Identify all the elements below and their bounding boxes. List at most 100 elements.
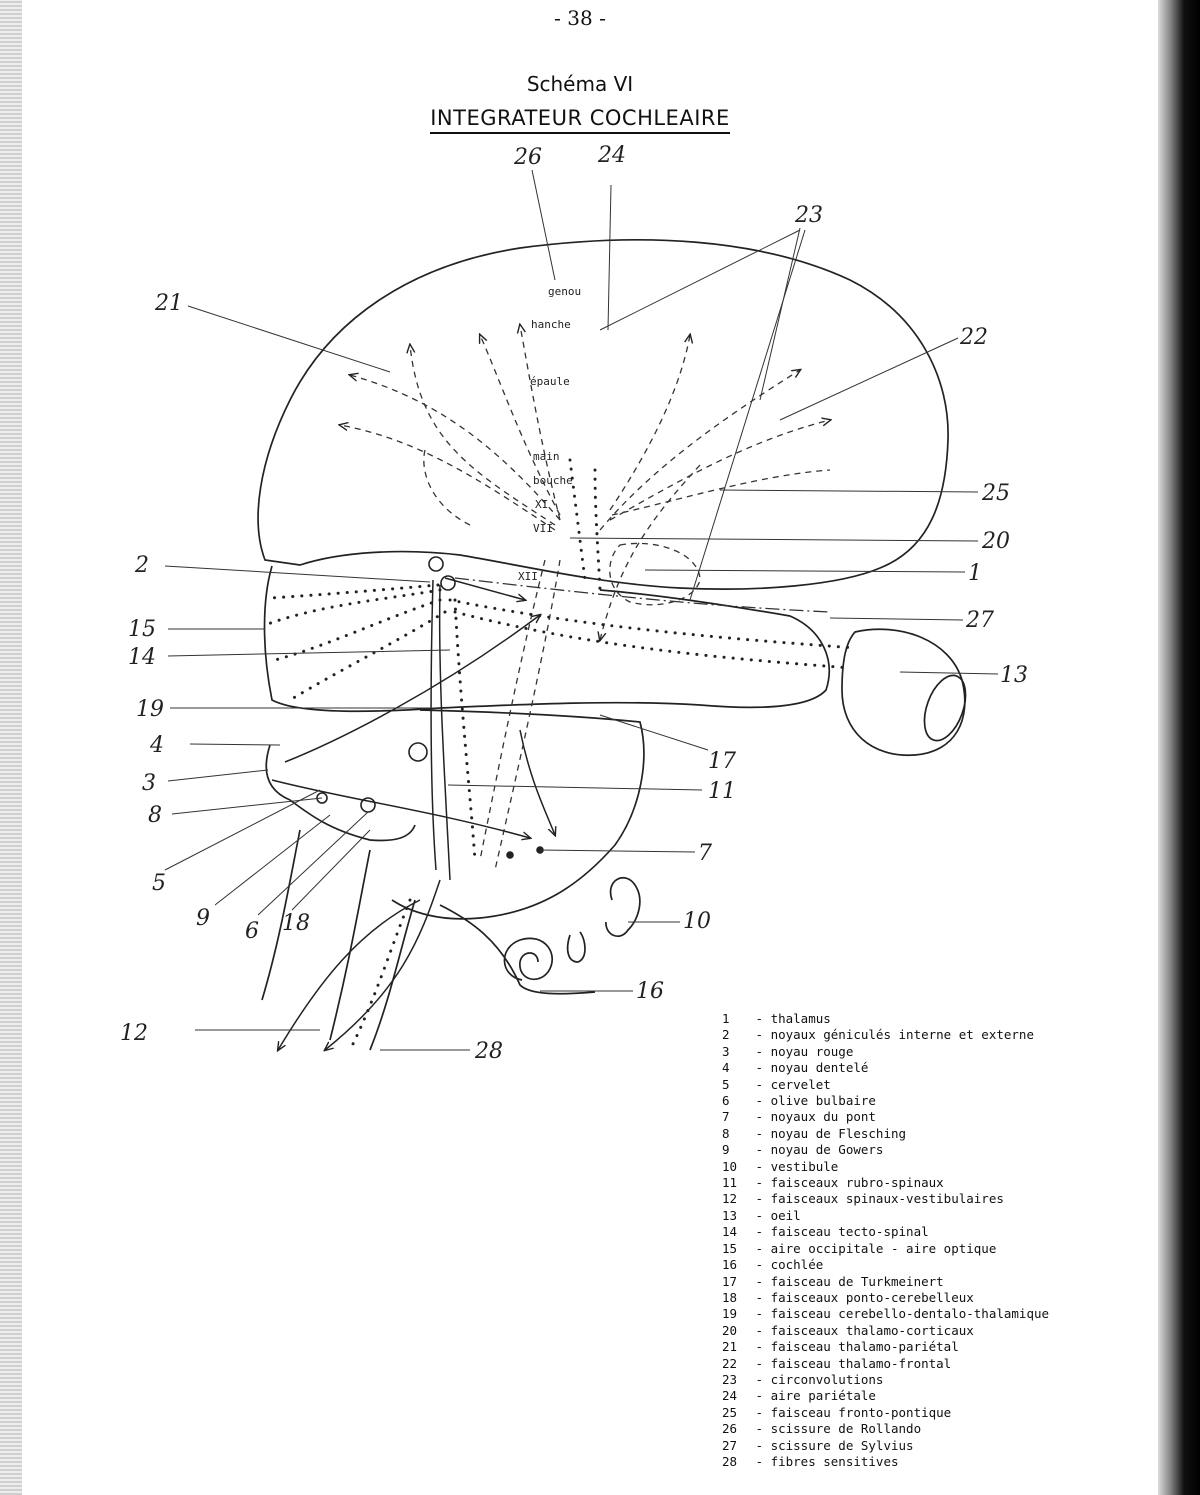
legend-label: cervelet bbox=[770, 1076, 831, 1092]
callout-6: 6 bbox=[245, 919, 259, 944]
optic-nerve-lower bbox=[453, 610, 852, 670]
legend-label: noyau de Flesching bbox=[770, 1125, 907, 1141]
radiation-parietal-3 bbox=[480, 335, 561, 516]
main-title-text: INTEGRATEUR COCHLEAIRE bbox=[430, 106, 730, 134]
legend-number: 20 bbox=[722, 1322, 738, 1338]
leader-21 bbox=[187, 305, 391, 373]
eye-lens bbox=[923, 674, 967, 742]
motor-dots-2 bbox=[593, 468, 602, 592]
label-xii: XII bbox=[518, 570, 538, 583]
leader-5 bbox=[164, 789, 321, 871]
callout-7: 7 bbox=[698, 841, 712, 866]
callout-1: 1 bbox=[968, 561, 982, 586]
legend-number: 25 bbox=[722, 1404, 738, 1420]
legend-number: 12 bbox=[722, 1191, 738, 1207]
callout-26: 26 bbox=[513, 145, 542, 170]
pons-nucleus-1 bbox=[506, 851, 514, 859]
legend-item: 11 - faisceaux rubro-spinaux bbox=[722, 1175, 944, 1191]
flesching-nucleus bbox=[316, 792, 328, 804]
legend-label: faisceau thalamo-pariétal bbox=[770, 1339, 959, 1355]
radiation-parietal-2 bbox=[340, 425, 556, 531]
legend-item: 19 - faisceau cerebello-dentalo-thalamiq… bbox=[722, 1306, 1050, 1322]
legend-label: scissure de Sylvius bbox=[770, 1437, 914, 1453]
sylvius-fissure bbox=[454, 577, 831, 613]
legend-item: 24 - aire pariétale bbox=[722, 1388, 876, 1404]
legend-item: 21 - faisceau thalamo-pariétal bbox=[722, 1339, 959, 1355]
callout-14: 14 bbox=[128, 645, 156, 670]
label-main: main bbox=[533, 450, 560, 463]
legend-label: olive bulbaire bbox=[770, 1093, 876, 1109]
callout-11: 11 bbox=[708, 779, 736, 804]
legend-number: 24 bbox=[722, 1388, 738, 1404]
descending-dashed-2 bbox=[479, 559, 546, 861]
anatomy-outlines bbox=[257, 239, 967, 1051]
legend-item: 16 - cochlée bbox=[722, 1257, 824, 1273]
callout-21: 21 bbox=[154, 291, 183, 316]
legend-label: faisceau de Turkmeinert bbox=[770, 1273, 944, 1289]
legend-item: 5 - cervelet bbox=[722, 1076, 831, 1092]
legend-label: fibres sensitives bbox=[770, 1453, 899, 1469]
callout-2: 2 bbox=[134, 553, 149, 578]
legend-label: scissure de Rollando bbox=[770, 1421, 922, 1437]
callout-8: 8 bbox=[148, 803, 162, 828]
radiation-frontal-3 bbox=[609, 335, 690, 511]
spinal-tract bbox=[325, 879, 441, 1050]
cochlea-duct bbox=[439, 904, 596, 995]
legend-item: 14 - faisceau tecto-spinal bbox=[722, 1224, 929, 1240]
legend-label: faisceau fronto-pontique bbox=[770, 1404, 952, 1420]
legend-number: 10 bbox=[722, 1158, 738, 1174]
radiation-temporal bbox=[410, 345, 556, 526]
callout-16: 16 bbox=[636, 979, 664, 1004]
legend-item: 4 - noyau dentelé bbox=[722, 1060, 869, 1076]
legend-number: 4 bbox=[722, 1060, 730, 1076]
callout-27: 27 bbox=[965, 608, 994, 633]
legend-label: noyaux du pont bbox=[770, 1109, 876, 1125]
legend-number: 8 bbox=[722, 1125, 730, 1141]
label-bouche: bouche bbox=[533, 474, 573, 487]
legend-label: faisceaux ponto-cerebelleux bbox=[770, 1289, 974, 1305]
ponto-tract bbox=[271, 779, 530, 838]
legend-label: oeil bbox=[770, 1207, 801, 1223]
callout-20: 20 bbox=[981, 529, 1010, 554]
fibre-tracts bbox=[271, 577, 555, 1050]
legend-label: faisceaux thalamo-corticaux bbox=[770, 1322, 974, 1338]
cerebello-thalamic-tract bbox=[284, 615, 540, 763]
leader-11 bbox=[447, 784, 703, 791]
legend-label: noyaux géniculés interne et externe bbox=[770, 1027, 1034, 1043]
legend-item: 20 - faisceaux thalamo-corticaux bbox=[722, 1322, 974, 1338]
semicircular-d bbox=[566, 931, 586, 963]
legend-item: 10 - vestibule bbox=[722, 1158, 839, 1174]
legend-number: 17 bbox=[722, 1273, 738, 1289]
legend-item: 27 - scissure de Sylvius bbox=[722, 1437, 914, 1453]
legend-item: 9 - noyau de Gowers bbox=[722, 1142, 884, 1158]
legend-number: 21 bbox=[722, 1339, 738, 1355]
callout-4: 4 bbox=[149, 733, 164, 758]
legend-number: 22 bbox=[722, 1355, 738, 1371]
legend-label: vestibule bbox=[770, 1158, 839, 1174]
callout-3: 3 bbox=[142, 771, 156, 796]
callout-5: 5 bbox=[152, 871, 166, 896]
radiation-parietal-1 bbox=[350, 375, 561, 521]
tecto-spinal-dots bbox=[453, 598, 477, 862]
callout-9: 9 bbox=[196, 906, 210, 931]
legend-number: 13 bbox=[722, 1207, 738, 1223]
rubro-spinal-tract bbox=[438, 584, 451, 881]
legend-item: 8 - noyau de Flesching bbox=[722, 1125, 907, 1141]
callout-18: 18 bbox=[282, 911, 310, 936]
leader-14 bbox=[167, 649, 451, 657]
callout-19: 19 bbox=[136, 697, 164, 722]
legend-item: 15 - aire occipitale - aire optique bbox=[722, 1240, 997, 1256]
radiation-parietal-4 bbox=[520, 325, 561, 521]
legend-label: aire occipitale - aire optique bbox=[770, 1240, 997, 1256]
leader-3 bbox=[167, 769, 269, 782]
label-xi: XI bbox=[535, 498, 548, 511]
radiation-frontal-4 bbox=[611, 469, 831, 516]
legend-label: noyau de Gowers bbox=[770, 1142, 884, 1158]
leader-13 bbox=[899, 671, 999, 675]
callout-25: 25 bbox=[981, 481, 1010, 506]
legend-label: thalamus bbox=[770, 1011, 831, 1026]
main-title: INTEGRATEUR COCHLEAIRE bbox=[0, 106, 1160, 134]
legend-item: 2 - noyaux géniculés interne et externe bbox=[722, 1027, 1034, 1043]
